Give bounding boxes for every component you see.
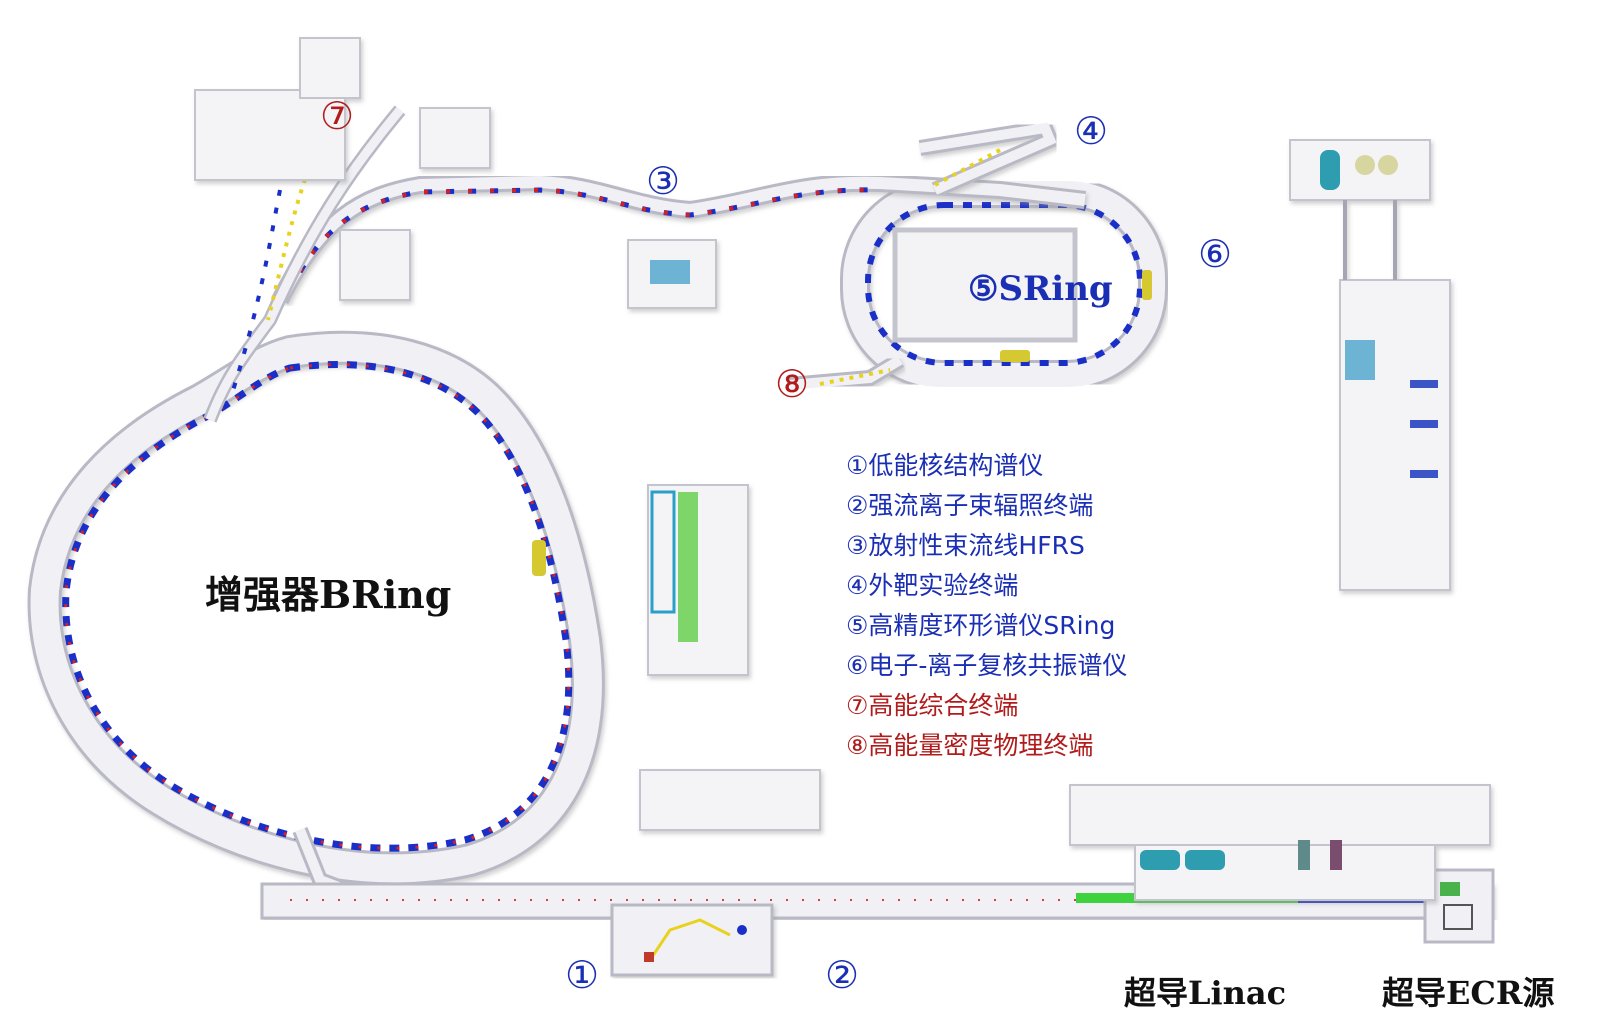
- legend-item-1: ①低能核结构谱仪: [846, 451, 1044, 480]
- legend-item-6: ⑥电子-离子复核共振谱仪: [846, 651, 1128, 680]
- legend-item-5: ⑤高精度环形谱仪SRing: [846, 611, 1116, 640]
- legend-item-7: ⑦高能综合终端: [846, 691, 1019, 720]
- buildings: [194, 37, 1491, 901]
- marker-6: ⑥: [1198, 232, 1233, 276]
- bring-booster-ring: [27, 330, 605, 886]
- legend: ①低能核结构谱仪 ②强流离子束辐照终端 ③放射性束流线HFRS ④外靶实验终端 …: [846, 446, 1127, 766]
- linac-label: 超导Linac: [1124, 974, 1287, 1012]
- legend-item-2: ②强流离子束辐照终端: [846, 491, 1094, 520]
- hfrs-beamline: [271, 119, 1087, 393]
- ecr-label: 超导ECR源: [1382, 974, 1555, 1012]
- marker-2: ②: [825, 953, 860, 997]
- legend-item-3: ③放射性束流线HFRS: [846, 531, 1085, 560]
- legend-item-8: ⑧高能量密度物理终端: [846, 731, 1094, 760]
- bring-label: 增强器BRing: [205, 572, 452, 617]
- sring-label: ⑤SRing: [968, 269, 1113, 309]
- marker-7: ⑦: [320, 94, 355, 138]
- marker-8: ⑧: [775, 362, 810, 406]
- marker-4: ④: [1074, 109, 1109, 153]
- legend-item-4: ④外靶实验终端: [846, 571, 1019, 600]
- marker-3: ③: [646, 159, 681, 203]
- transfer-lines: [203, 105, 406, 903]
- marker-1: ①: [565, 953, 600, 997]
